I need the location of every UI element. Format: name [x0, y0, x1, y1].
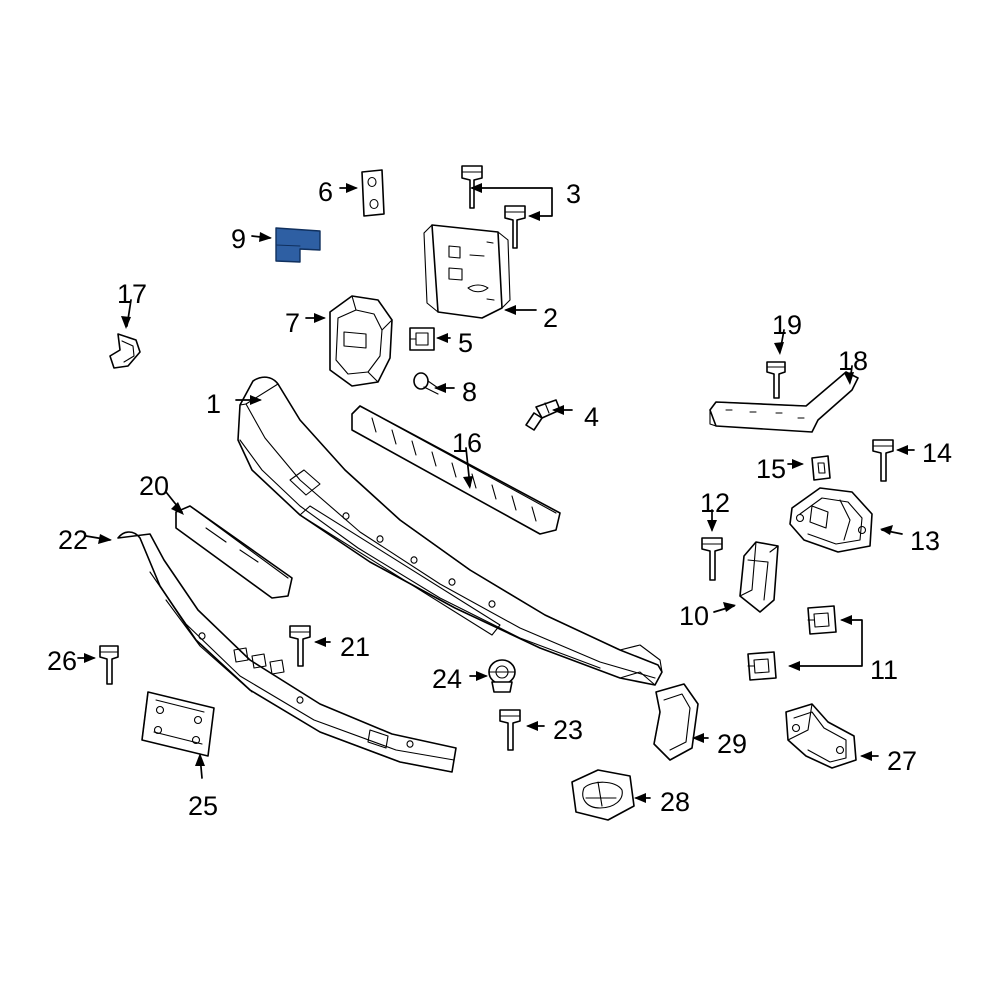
part-23-bolt	[499, 709, 521, 751]
part-7-bracket	[329, 295, 393, 387]
callout-2[interactable]: 2	[543, 303, 559, 333]
part-29-end-trim	[653, 683, 699, 761]
callout-10[interactable]: 10	[679, 601, 710, 631]
callout-24[interactable]: 24	[432, 664, 463, 694]
part-21-bolt	[289, 625, 311, 667]
part-8-rivet	[413, 372, 442, 395]
callout-3[interactable]: 3	[566, 179, 582, 209]
part-24-nut	[488, 659, 516, 693]
part-5-clip	[409, 327, 435, 351]
part-25-license-plate-bracket	[141, 691, 215, 757]
part-18-reinforcement-bar	[709, 371, 859, 433]
part-6-plate	[361, 169, 385, 217]
callout-25[interactable]: 25	[188, 791, 219, 821]
part-16-upper-strip	[351, 405, 561, 535]
callout-20[interactable]: 20	[139, 471, 170, 501]
callout-16[interactable]: 16	[452, 428, 483, 458]
part-28-fog-lamp-bezel	[571, 769, 635, 821]
part-1-front-bumper	[237, 376, 663, 686]
callout-12[interactable]: 12	[700, 488, 731, 518]
callout-21[interactable]: 21	[340, 632, 371, 662]
part-20-rail-strip	[175, 505, 293, 599]
callout-8[interactable]: 8	[462, 377, 478, 407]
callout-9[interactable]: 9	[231, 224, 247, 254]
part-11-clip-a	[807, 605, 837, 635]
part-11-clip-b	[747, 651, 777, 681]
callout-15[interactable]: 15	[756, 454, 787, 484]
part-2-bracket	[423, 224, 511, 319]
part-13-side-bracket	[789, 487, 873, 553]
callout-18[interactable]: 18	[838, 346, 869, 376]
part-19-bolt	[766, 361, 786, 399]
callout-1[interactable]: 1	[206, 389, 222, 419]
callout-26[interactable]: 26	[47, 646, 78, 676]
part-3-bolt-b	[504, 205, 526, 249]
part-26-bolt	[99, 645, 119, 685]
callout-23[interactable]: 23	[553, 715, 584, 745]
callout-11[interactable]: 11	[870, 655, 899, 685]
callout-29[interactable]: 29	[717, 729, 748, 759]
callout-7[interactable]: 7	[285, 308, 301, 338]
callout-14[interactable]: 14	[922, 438, 953, 468]
callout-22[interactable]: 22	[58, 525, 89, 555]
part-27-mounting-bracket	[785, 703, 857, 769]
callout-17[interactable]: 17	[117, 279, 148, 309]
callout-5[interactable]: 5	[458, 328, 474, 358]
part-10-support-bracket	[739, 541, 779, 613]
part-12-bolt	[701, 537, 723, 581]
part-3-bolt-a	[461, 165, 483, 209]
part-4-bolt	[525, 399, 561, 431]
part-22-lower-valance	[117, 531, 457, 773]
callout-28[interactable]: 28	[660, 787, 691, 817]
callout-4[interactable]: 4	[584, 402, 600, 432]
callout-27[interactable]: 27	[887, 746, 918, 776]
callout-19[interactable]: 19	[772, 310, 803, 340]
part-9-highlighted-bracket	[275, 227, 321, 263]
callout-13[interactable]: 13	[910, 526, 941, 556]
part-17-hook-bracket	[109, 333, 141, 369]
part-14-bolt	[872, 439, 894, 482]
callout-6[interactable]: 6	[318, 177, 334, 207]
part-15-tab	[811, 455, 831, 481]
